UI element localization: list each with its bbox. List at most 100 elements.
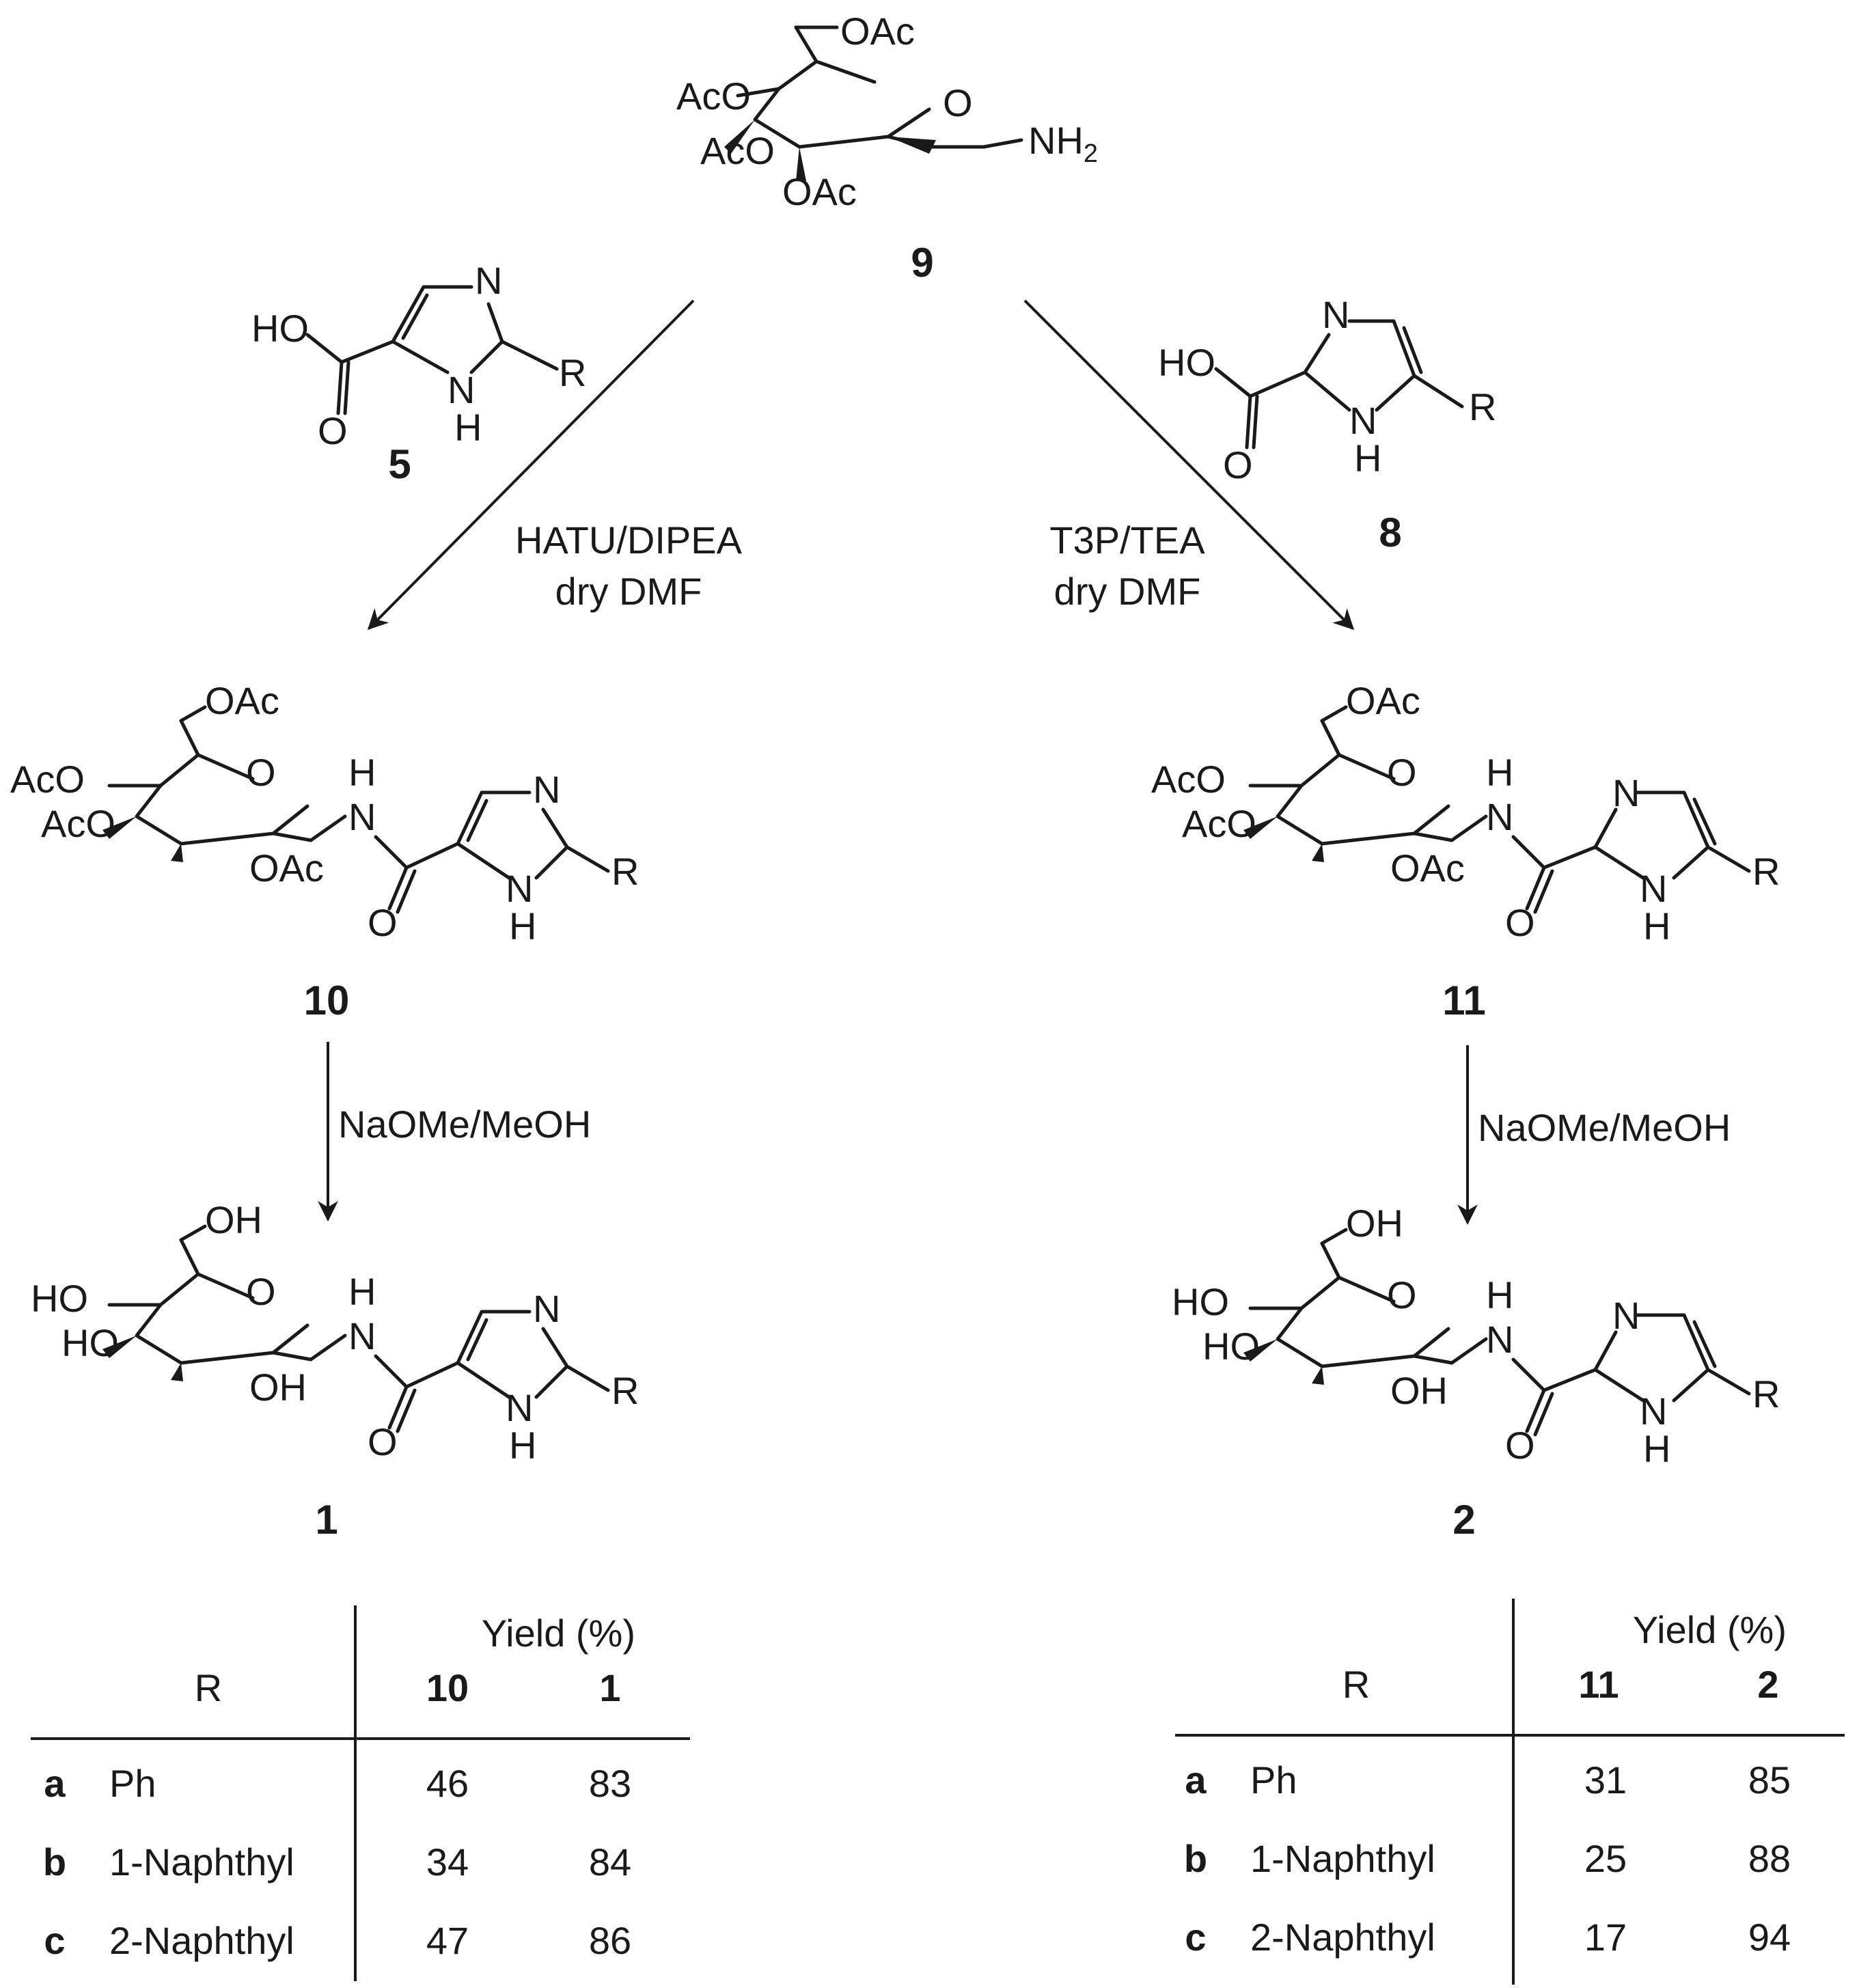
cond-left-reagent: HATU/DIPEA	[515, 519, 743, 562]
c1-r: R	[611, 1369, 639, 1412]
table-right-row-a-key: a	[1185, 1758, 1207, 1801]
c9-aco-left: AcO	[676, 74, 751, 118]
c10-aco-1: AcO	[10, 758, 85, 801]
table-left-row-a-key: a	[44, 1762, 66, 1805]
c11-oac-top: OAc	[1346, 679, 1420, 722]
table-left-row-c-v2: 86	[589, 1919, 631, 1962]
table-left-row-c-v1: 47	[426, 1919, 469, 1962]
c9-aco-left2: AcO	[700, 129, 775, 172]
c1-label: 1	[315, 1497, 338, 1543]
c10-amide-n: N	[348, 795, 376, 838]
c8-ho: HO	[1158, 341, 1215, 384]
table-right-col1: 11	[1578, 1663, 1619, 1706]
yield-table-left: Yield (%) R 10 1 a Ph 46 83 b 1-Naphthyl…	[31, 1605, 690, 1981]
cond-right-solvent: dry DMF	[1054, 570, 1201, 613]
c1-amide-h: H	[348, 1270, 376, 1313]
table-left-row-a-v1: 46	[426, 1762, 469, 1805]
c11-aco-1: AcO	[1151, 758, 1226, 801]
cond-left-solvent: dry DMF	[555, 570, 702, 613]
table-left-row-b-v2: 84	[589, 1840, 631, 1883]
c10-im-n1: N	[506, 867, 533, 910]
c5-label: 5	[388, 441, 411, 487]
table-left-yield-header: Yield (%)	[482, 1612, 635, 1655]
c11-aco-2: AcO	[1182, 802, 1256, 845]
c5-ho: HO	[251, 307, 309, 350]
table-right-row-b-r: 1-Naphthyl	[1250, 1837, 1435, 1880]
c11-oac-bottom: OAc	[1390, 846, 1465, 889]
c11-r: R	[1752, 850, 1780, 893]
arrow-right-coupling	[1023, 299, 1355, 631]
c2-im-n3: N	[1612, 1294, 1640, 1337]
table-left-row-a-r: Ph	[109, 1762, 156, 1805]
table-right-row-a-v1: 31	[1584, 1758, 1627, 1801]
c10-oac-bottom: OAc	[249, 846, 324, 889]
c5-r: R	[559, 351, 586, 394]
yield-table-right: Yield (%) R 11 2 a Ph 31 85 b 1-Naphthyl…	[1175, 1599, 1845, 1985]
table-right-col2: 2	[1757, 1663, 1778, 1706]
table-right-r-header: R	[1342, 1663, 1370, 1706]
table-right-row-b-v1: 25	[1584, 1837, 1627, 1880]
c10-im-h: H	[509, 905, 536, 948]
c10-r: R	[611, 850, 639, 893]
cond-right-deprotect: NaOMe/MeOH	[1478, 1106, 1731, 1149]
c2-label: 2	[1452, 1497, 1475, 1543]
c2-amide-h: H	[1486, 1273, 1513, 1316]
c10-aco-2: AcO	[41, 802, 115, 845]
c1-ho-1: HO	[31, 1277, 88, 1320]
table-left-r-header: R	[195, 1666, 222, 1709]
cond-right-reagent: T3P/TEA	[1049, 519, 1205, 562]
table-right-row-c-v2: 94	[1748, 1916, 1791, 1959]
c10-amide-h: H	[348, 751, 376, 794]
c9-oac-top: OAc	[840, 10, 915, 53]
c11-label: 11	[1442, 978, 1485, 1023]
table-right-row-c-r: 2-Naphthyl	[1250, 1916, 1435, 1959]
compound-1: OH HO HO OH O H N O N N H R 1	[31, 1198, 639, 1543]
c8-r: R	[1469, 385, 1496, 428]
table-right-row-b-v2: 88	[1748, 1837, 1791, 1880]
table-left-row-c-r: 2-Naphthyl	[109, 1919, 294, 1962]
compound-5: HO O N N H R 5	[251, 259, 586, 487]
table-right-yield-header: Yield (%)	[1633, 1608, 1787, 1651]
c2-im-h: H	[1643, 1427, 1670, 1470]
table-right-row-c-v1: 17	[1584, 1916, 1627, 1959]
table-right-row-a-v2: 85	[1748, 1758, 1791, 1801]
c11-carbonyl-o: O	[1505, 901, 1535, 944]
c11-ring-o: O	[1387, 751, 1417, 794]
c1-ho-2: HO	[61, 1321, 119, 1364]
c10-label: 10	[304, 978, 350, 1023]
c11-amide-h: H	[1486, 751, 1513, 794]
cond-left-deprotect: NaOMe/MeOH	[338, 1103, 591, 1146]
compound-8: HO O N N H R 8	[1158, 293, 1496, 555]
c1-oh-bottom: OH	[249, 1366, 307, 1409]
compound-2: OH HO HO OH O H N O N N H R 2	[1172, 1202, 1780, 1543]
c8-label: 8	[1379, 510, 1401, 555]
c1-ring-o: O	[246, 1270, 276, 1313]
c10-ring-o: O	[246, 751, 276, 794]
c1-im-h: H	[509, 1424, 536, 1467]
arrow-left-coupling	[367, 299, 695, 631]
c2-ho-2: HO	[1202, 1325, 1260, 1368]
c5-o: O	[318, 409, 348, 452]
compound-11: OAc AcO AcO OAc O H N O N N H R 11	[1151, 679, 1780, 1023]
c2-ring-o: O	[1387, 1273, 1417, 1316]
c9-oac-bottom: OAc	[782, 170, 857, 213]
table-left-col2: 1	[599, 1666, 620, 1709]
c1-oh-top: OH	[205, 1198, 262, 1241]
c11-im-n1: N	[1640, 867, 1667, 910]
table-left-row-b-key: b	[43, 1840, 66, 1883]
c9-ring-o: O	[943, 81, 973, 124]
table-left-row-b-r: 1-Naphthyl	[109, 1840, 294, 1883]
c1-amide-n: N	[348, 1314, 376, 1357]
c8-o: O	[1223, 443, 1253, 486]
c10-im-n3: N	[533, 768, 560, 811]
table-left-col1: 10	[426, 1666, 469, 1709]
c2-im-n1: N	[1640, 1390, 1667, 1433]
table-right-row-a-r: Ph	[1250, 1758, 1297, 1801]
c1-carbonyl-o: O	[368, 1420, 398, 1463]
table-left-row-c-key: c	[44, 1919, 65, 1962]
c11-im-h: H	[1643, 905, 1670, 948]
c2-ho-1: HO	[1172, 1280, 1229, 1323]
c8-n1: N	[1349, 399, 1377, 442]
c2-amide-n: N	[1486, 1318, 1513, 1361]
